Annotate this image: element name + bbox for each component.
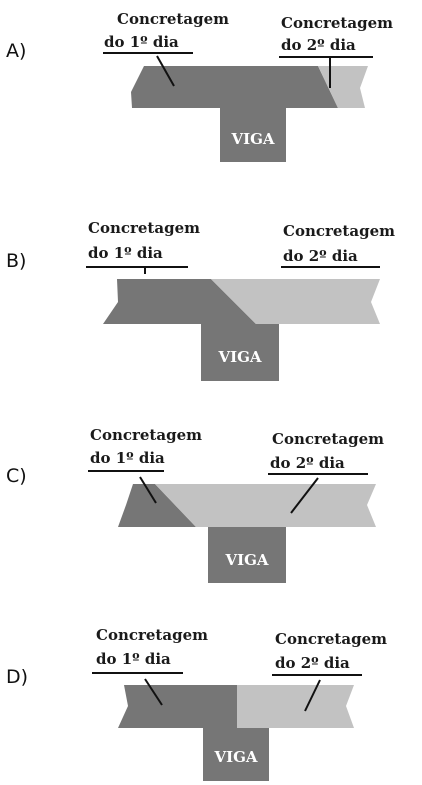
label-d-day2-line2: do 2º dia <box>275 654 350 672</box>
label-d-day1-line1: Concretagem <box>96 626 208 644</box>
label-b-day2-line1: Concretagem <box>283 222 395 240</box>
label-c-day1-line2: do 1º dia <box>90 449 165 467</box>
option-b-diagram[interactable]: VIGA Concretagem do 1º dia Concretagem d… <box>86 219 395 381</box>
slab-b-day1 <box>103 279 256 324</box>
beam-a <box>220 108 286 162</box>
label-c-day1-line1: Concretagem <box>90 426 202 444</box>
beam-b <box>201 324 279 381</box>
option-d-diagram[interactable]: VIGA Concretagem do 1º dia Concretagem d… <box>92 626 387 781</box>
label-a-day2-line1: Concretagem <box>281 14 393 32</box>
label-c-day2-line1: Concretagem <box>272 430 384 448</box>
label-a-day1-line2: do 1º dia <box>104 33 179 51</box>
option-a-diagram[interactable]: VIGA Concretagem do 1º dia Concretagem d… <box>103 10 393 162</box>
option-c-letter[interactable]: C) <box>6 465 27 487</box>
beam-c-label: VIGA <box>224 551 268 569</box>
label-d-day2-line1: Concretagem <box>275 630 387 648</box>
beam-d <box>203 728 269 781</box>
beam-b-label: VIGA <box>217 348 261 366</box>
label-c-day1-pointer <box>139 476 157 504</box>
option-b-letter[interactable]: B) <box>6 250 27 272</box>
beam-a-label: VIGA <box>230 130 274 148</box>
label-d-day1-pointer <box>144 678 163 706</box>
label-b-day1-line2: do 1º dia <box>88 244 163 262</box>
label-c-day2-line2: do 2º dia <box>270 454 345 472</box>
label-a-day1-pointer <box>156 55 175 87</box>
slab-c-day1 <box>118 484 196 527</box>
label-b-day2-line2: do 2º dia <box>283 247 358 265</box>
beam-d-label: VIGA <box>213 748 257 766</box>
label-d-day1-line2: do 1º dia <box>96 650 171 668</box>
label-b-day1-line1: Concretagem <box>88 219 200 237</box>
label-a-day2-line2: do 2º dia <box>281 36 356 54</box>
slab-a-day1 <box>131 66 338 108</box>
slab-c-day2 <box>155 484 376 527</box>
option-d-letter[interactable]: D) <box>6 666 29 688</box>
option-a-letter[interactable]: A) <box>6 40 27 62</box>
slab-d-day2 <box>237 685 354 728</box>
label-c-day2-pointer <box>290 477 319 514</box>
option-c-diagram[interactable]: VIGA Concretagem do 1º dia Concretagem d… <box>88 426 384 583</box>
slab-d-day1 <box>118 685 237 728</box>
slab-b-day2 <box>211 279 380 324</box>
label-d-day2-pointer <box>304 679 321 712</box>
label-a-day1-line1: Concretagem <box>117 10 229 28</box>
beam-c <box>208 527 286 583</box>
